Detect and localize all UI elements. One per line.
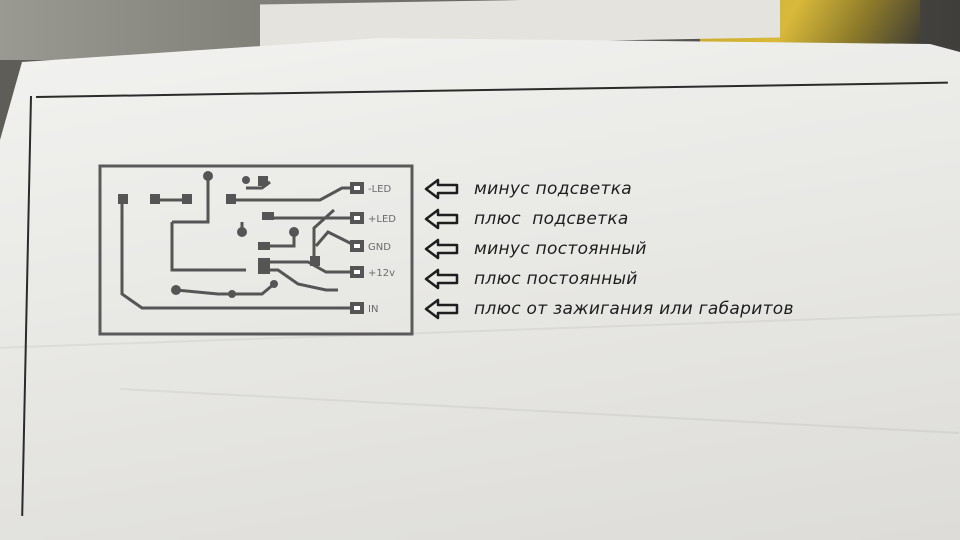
pcb-pads [118,171,364,314]
left-arrow-icon [424,268,459,290]
legend-text: плюс от зажигания или габаритов [474,299,794,319]
legend-item: плюс от зажигания или габаритов [424,294,944,324]
pin-label-led-plus: +LED [368,214,396,225]
legend-text: минус постоянный [474,239,647,259]
left-arrow-icon [424,178,459,200]
legend-item: плюс подсветка [424,204,944,234]
legend-item: минус подсветка [424,174,944,204]
left-arrow-icon [424,298,459,320]
pcb-layout: -LED +LED GND +12v IN [98,164,414,336]
pin-label-in: IN [368,304,378,315]
legend-text: плюс постоянный [474,269,638,289]
legend-item: плюс постоянный [424,264,944,294]
legend-item: минус постоянный [424,234,944,264]
pin-label-12v: +12v [368,268,395,279]
pin-label-led-minus: -LED [368,184,391,195]
left-arrow-icon [424,238,459,260]
pin-label-gnd: GND [368,242,391,253]
pcb-traces [120,176,357,310]
pin-legend: минус подсветка плюс подсветка минус пос… [424,174,944,324]
legend-text: плюс подсветка [474,209,629,229]
legend-text: минус подсветка [474,179,632,199]
left-arrow-icon [424,208,459,230]
pcb-outline [98,164,414,336]
